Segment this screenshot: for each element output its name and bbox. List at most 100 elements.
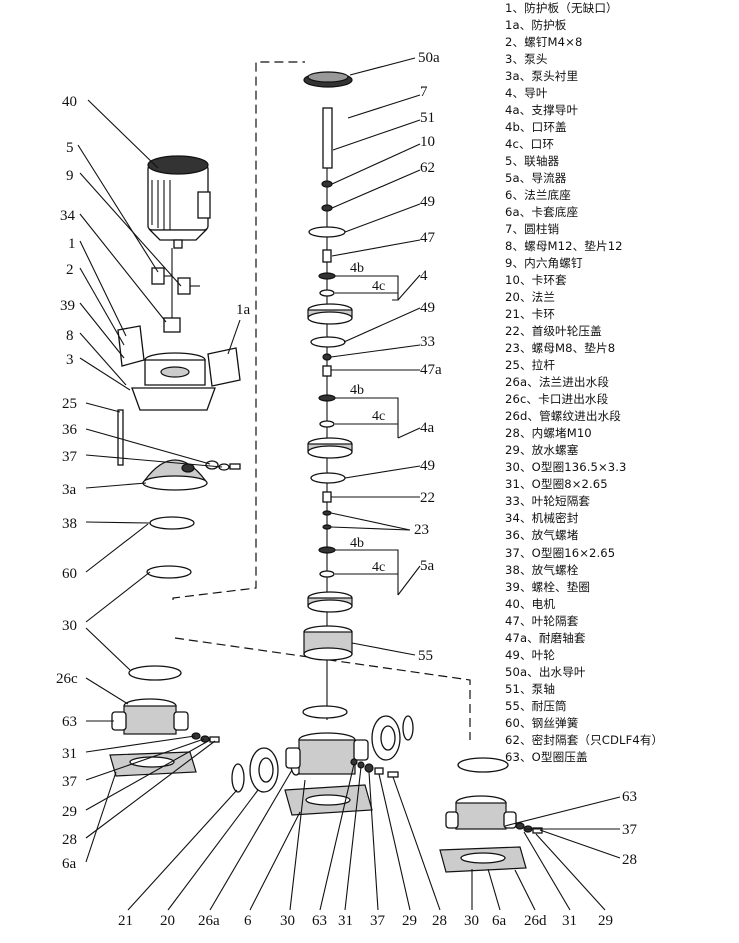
label-37-right: 37 — [622, 822, 638, 838]
legend-item: 1、防护板（无缺口） — [505, 1, 618, 15]
label-3: 3 — [66, 352, 74, 368]
legend-item: 4、导叶 — [505, 86, 548, 101]
label-23: 23 — [414, 522, 429, 538]
seal-spacer-62 — [321, 204, 333, 212]
oring-upper — [149, 516, 195, 530]
nut-23-b — [322, 524, 332, 530]
label-38: 38 — [62, 516, 77, 532]
label-8: 8 — [66, 328, 74, 344]
legend-item: 47、叶轮隔套 — [505, 613, 579, 628]
label-49-c: 49 — [420, 458, 435, 474]
legend-item: 49、叶轮 — [505, 647, 556, 662]
label-6a-bottom: 6a — [492, 913, 507, 929]
label-37: 37 — [62, 449, 78, 465]
ring-4c-3 — [319, 570, 335, 578]
label-4a: 4a — [420, 420, 435, 436]
dashed-line-base — [174, 637, 471, 740]
impeller-49-1 — [310, 336, 346, 348]
tie-rod-part — [117, 409, 124, 466]
label-34: 34 — [60, 208, 76, 224]
nut-23-a — [322, 510, 332, 516]
label-47: 47 — [420, 230, 436, 246]
inlet-outlet-26c — [111, 698, 189, 735]
label-22: 22 — [420, 490, 435, 506]
impeller-cover-22 — [322, 491, 332, 503]
legend-item: 4a、支撑导叶 — [505, 103, 579, 118]
guide-vane-4 — [307, 303, 353, 325]
legend-item: 33、叶轮短隔套 — [505, 494, 591, 509]
label-39: 39 — [60, 298, 75, 314]
label-26c: 26c — [56, 671, 78, 687]
legend-item: 6、法兰底座 — [505, 188, 571, 203]
label-40: 40 — [62, 94, 77, 110]
pressure-cylinder-55 — [303, 625, 353, 661]
flange-20 — [249, 747, 279, 793]
guard-plate-1a — [207, 347, 241, 387]
legend-item: 3a、泵头衬里 — [505, 69, 579, 84]
small-parts-left — [191, 732, 220, 743]
label-30: 30 — [62, 618, 77, 634]
label-4: 4 — [420, 268, 428, 284]
label-4c-3: 4c — [372, 560, 385, 575]
legend-item: 51、泵轴 — [505, 681, 556, 696]
label-36: 36 — [62, 422, 78, 438]
label-10: 10 — [420, 134, 435, 150]
legend-item: 4b、口环盖 — [505, 120, 567, 135]
label-4b-2: 4b — [350, 383, 364, 398]
legend-item: 40、电机 — [505, 596, 556, 611]
pump-head-lining-part — [142, 459, 208, 491]
impeller-washer — [308, 226, 346, 238]
label-4c: 4c — [372, 279, 385, 294]
legend-item: 39、螺栓、垫圈 — [505, 579, 591, 594]
clamp-ring-21-right — [402, 715, 414, 741]
oring-30-left — [128, 665, 182, 681]
legend-item: 7、圆柱销 — [505, 222, 560, 237]
label-55: 55 — [418, 648, 433, 664]
label-63-bottom: 63 — [312, 913, 327, 929]
ring-cover-4b-1 — [318, 272, 336, 280]
label-49: 49 — [420, 194, 435, 210]
label-60: 60 — [62, 566, 77, 582]
ring-4c-2 — [319, 420, 335, 428]
label-31: 31 — [62, 746, 77, 762]
label-5a: 5a — [420, 558, 435, 574]
guard-plate-1 — [117, 325, 145, 367]
label-31-bottom-right: 31 — [562, 913, 577, 929]
legend-item: 29、放水螺塞 — [505, 443, 579, 458]
label-51: 51 — [420, 110, 435, 126]
legend-item: 28、内螺堵M10 — [505, 426, 592, 441]
label-29-bottom-right: 29 — [598, 913, 613, 929]
label-26a: 26a — [198, 913, 220, 929]
label-25: 25 — [62, 396, 77, 412]
legend-item: 5a、导流器 — [505, 171, 567, 186]
impeller-49-2 — [310, 472, 346, 484]
legend-item: 30、O型圈136.5×3.3 — [505, 460, 627, 475]
legend-item: 55、耐压筒 — [505, 698, 567, 713]
outlet-guide-vane-part — [303, 71, 353, 88]
clamp-ring-21 — [231, 763, 245, 793]
label-2: 2 — [66, 262, 74, 278]
support-guide-vane-4a — [307, 437, 353, 459]
label-29: 29 — [62, 804, 77, 820]
coupling-part — [151, 267, 200, 295]
label-4c-2: 4c — [372, 409, 385, 424]
label-1: 1 — [68, 236, 76, 252]
label-49-b: 49 — [420, 300, 435, 316]
legend-item: 38、放气螺栓 — [505, 562, 579, 577]
label-5: 5 — [66, 140, 74, 156]
legend-item: 21、卡环 — [505, 307, 556, 322]
leader-lines — [77, 57, 621, 911]
oring-lower — [146, 565, 192, 579]
callout-labels: 40 5 9 34 1 2 39 8 3 1a 25 36 37 3a 38 6… — [56, 50, 638, 929]
small-parts-center — [350, 758, 399, 778]
label-30-bottom: 30 — [280, 913, 295, 929]
pump-head-part — [131, 352, 216, 411]
legend-item: 37、O型圈16×2.65 — [505, 545, 616, 560]
legend-item: 47a、耐磨轴套 — [505, 630, 586, 645]
vent-plug-parts — [205, 460, 241, 471]
inlet-outlet-26a — [285, 732, 369, 775]
legend-item: 31、O型圈8×2.65 — [505, 477, 608, 492]
